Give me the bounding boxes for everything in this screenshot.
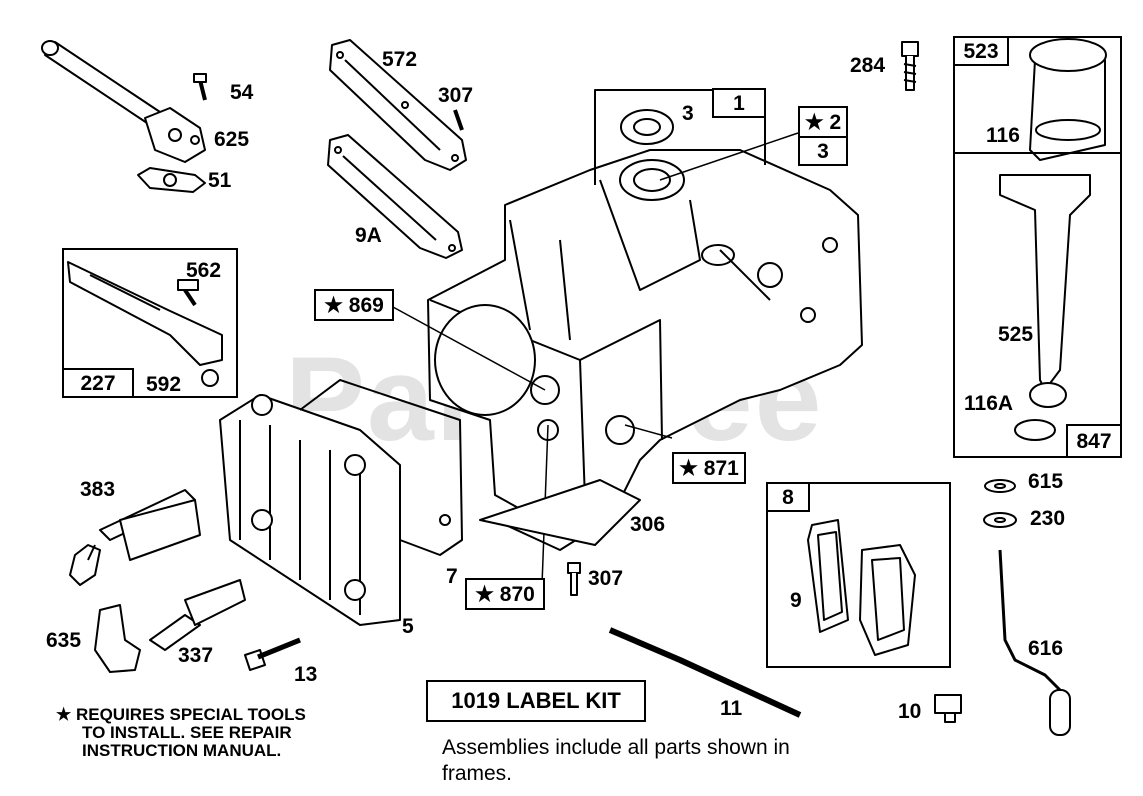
label-9a: 9A (355, 224, 382, 247)
label-10: 10 (898, 700, 922, 723)
tube-11-drawing (608, 627, 802, 718)
label-525: 525 (998, 323, 1034, 346)
frame-227 (62, 248, 238, 398)
label-13: 13 (294, 663, 318, 686)
screw-10-drawing (934, 694, 962, 723)
screw-307-drawing (567, 562, 581, 596)
spark-plug-drawing (149, 579, 246, 651)
label-3-boxed: 3 (798, 136, 848, 166)
gasket-306-drawing (479, 479, 641, 546)
gasket-9-drawing (807, 519, 916, 656)
label-562: 562 (186, 259, 222, 282)
label-9: 9 (790, 589, 802, 612)
tool-383-drawing (69, 489, 201, 586)
label-870: ★ 870 (465, 578, 545, 610)
label-625: 625 (214, 128, 250, 151)
label-306: 306 (630, 513, 666, 536)
label-615: 615 (1028, 470, 1064, 493)
screw-284-drawing (901, 41, 919, 91)
label-523: 523 (953, 36, 1009, 66)
cylinder-head-drawing (219, 379, 463, 626)
frame-847 (953, 36, 1122, 458)
assemblies-line-2: frames. (442, 762, 513, 785)
label-3: 3 (682, 102, 694, 125)
label-8: 8 (766, 482, 810, 512)
note-line-2: TO INSTALL. SEE REPAIR (82, 723, 292, 742)
crankcase-drawing (427, 149, 863, 551)
label-284: 284 (850, 54, 886, 77)
assemblies-note: Assemblies include all parts shown in fr… (442, 735, 790, 787)
label-847: 847 (1066, 424, 1122, 458)
label-51: 51 (208, 169, 232, 192)
assemblies-line-1: Assemblies include all parts shown in (442, 736, 790, 759)
special-tools-note: ★ REQUIRES SPECIAL TOOLS TO INSTALL. SEE… (56, 706, 306, 760)
label-592: 592 (146, 373, 182, 396)
label-7: 7 (446, 565, 458, 588)
label-616: 616 (1028, 637, 1064, 660)
label-635: 635 (46, 629, 82, 652)
label-11: 11 (720, 697, 743, 720)
label-230: 230 (1030, 507, 1066, 530)
label-116a: 116A (964, 392, 1014, 415)
label-572: 572 (382, 48, 418, 71)
label-307-bottom: 307 (588, 567, 624, 590)
label-227: 227 (62, 368, 134, 398)
washer-230-drawing (983, 512, 1017, 528)
label-337: 337 (178, 644, 214, 667)
boot-635-drawing (94, 604, 141, 673)
label-54: 54 (230, 81, 254, 104)
note-line-3: INSTRUCTION MANUAL. (82, 741, 282, 760)
label-871: ★ 871 (672, 452, 746, 484)
breather-tube-drawing (41, 40, 207, 193)
washer-615-drawing (984, 479, 1016, 493)
label-5: 5 (402, 615, 414, 638)
label-kit: 1019 LABEL KIT (426, 680, 646, 722)
label-307-top: 307 (438, 84, 474, 107)
label-116: 116 (986, 124, 1020, 147)
gaskets-572-9a-drawing (327, 39, 467, 259)
note-line-1: ★ REQUIRES SPECIAL TOOLS (56, 705, 306, 724)
label-869: ★ 869 (314, 289, 394, 321)
control-bracket-drawing (67, 261, 223, 387)
label-383: 383 (80, 478, 116, 501)
label-2: ★ 2 (798, 106, 848, 138)
frame-8 (766, 482, 951, 668)
frame-847-divider (953, 152, 1122, 154)
bolt-13-drawing (244, 637, 301, 671)
label-1: 1 (712, 88, 766, 118)
seal-3-drawing (620, 109, 674, 145)
dipstick-drawing (999, 38, 1107, 441)
